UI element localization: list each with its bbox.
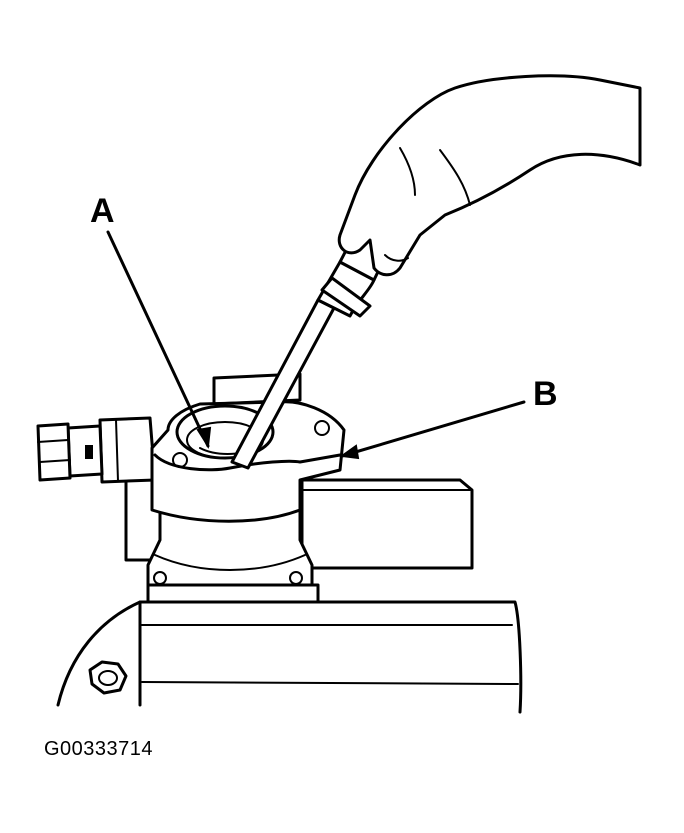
figure-id: G00333714: [44, 738, 154, 760]
side-fitting: [36, 416, 157, 484]
callout-a-leader: [106, 230, 212, 449]
callout-label-a: A: [90, 192, 115, 230]
engine-block: [56, 583, 523, 714]
callout-b-leader: [339, 400, 526, 460]
hand: [337, 74, 642, 277]
callout-label-b: B: [533, 375, 558, 413]
hex-bolt: [88, 660, 128, 695]
